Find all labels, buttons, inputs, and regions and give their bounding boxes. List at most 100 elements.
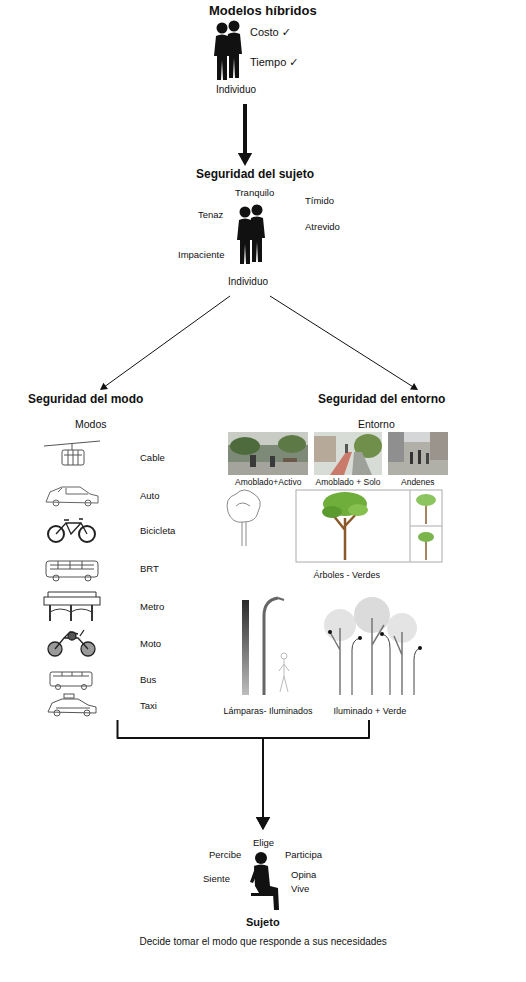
item-label: Individuo bbox=[216, 84, 256, 96]
street-photo bbox=[345, 444, 348, 453]
motorcycle-icon bbox=[68, 632, 76, 640]
item-label: Bus bbox=[140, 675, 156, 686]
arrow-head bbox=[256, 817, 270, 830]
mode-security-group: Seguridad del modoModosCableAutoBiciclet… bbox=[20, 390, 215, 720]
connector-arrow bbox=[256, 720, 369, 830]
brt-icon bbox=[85, 575, 91, 581]
taxi-icon bbox=[54, 710, 60, 716]
item-label: Bicicleta bbox=[140, 526, 175, 537]
brt-icon bbox=[46, 561, 98, 577]
item-label: Vive bbox=[291, 884, 309, 895]
tree-drawing bbox=[322, 492, 368, 560]
street-photo bbox=[352, 452, 372, 475]
taxi-icon bbox=[56, 708, 90, 709]
lit-trees-drawing bbox=[330, 618, 402, 695]
seated-person-silhouette bbox=[250, 868, 257, 883]
street-photo bbox=[426, 453, 429, 464]
item-label: Taxi bbox=[140, 701, 157, 712]
item-label: Amoblado + Solo bbox=[316, 478, 381, 488]
street-photo bbox=[330, 452, 352, 475]
trees-panel bbox=[296, 490, 442, 562]
group-heading: Seguridad del modo bbox=[28, 393, 143, 407]
bicycle-icon bbox=[48, 519, 95, 542]
car-icon bbox=[85, 500, 91, 506]
street-photo bbox=[314, 436, 336, 462]
tree-drawing bbox=[322, 506, 342, 518]
seated-person-silhouette bbox=[250, 852, 279, 910]
taxi-icon bbox=[64, 694, 74, 698]
person-silhouette bbox=[214, 21, 242, 81]
street-photo bbox=[283, 458, 297, 462]
diagram-caption: Decide tomar el modo que responde a sus … bbox=[140, 936, 387, 948]
street-photo bbox=[388, 432, 448, 475]
street-photo bbox=[410, 452, 413, 464]
item-label: Opina bbox=[291, 870, 316, 881]
car-icon bbox=[53, 500, 59, 506]
connector-line bbox=[105, 296, 230, 387]
bus-icon bbox=[50, 672, 92, 690]
lamp-drawing bbox=[264, 598, 278, 695]
group-heading: Sujeto bbox=[246, 916, 280, 929]
street-photo bbox=[230, 437, 260, 455]
bicycle-icon bbox=[56, 519, 87, 534]
person-silhouette bbox=[237, 205, 265, 265]
metro-icon bbox=[48, 592, 96, 597]
connector-arrow bbox=[100, 296, 230, 390]
item-label: Iluminado + Verde bbox=[334, 706, 407, 716]
lit-trees-drawing bbox=[324, 597, 422, 695]
brt-icon bbox=[50, 561, 94, 569]
trees-panel bbox=[296, 490, 442, 562]
person-silhouette bbox=[249, 205, 265, 263]
connector-arrow bbox=[118, 720, 271, 830]
item-label: Impaciente bbox=[178, 250, 224, 261]
subject-group: EligePercibeParticipaSienteOpinaViveSuje… bbox=[173, 830, 353, 933]
metro-icon bbox=[44, 597, 100, 605]
cable-icon bbox=[64, 450, 82, 465]
item-label: Individuo bbox=[228, 276, 268, 288]
taxi-icon bbox=[84, 710, 90, 716]
cable-icon bbox=[62, 450, 84, 465]
item-label: Moto bbox=[140, 639, 161, 650]
arrow-head bbox=[256, 817, 270, 830]
connector-line bbox=[263, 720, 369, 820]
seated-person-silhouette bbox=[251, 893, 277, 896]
metro-icon bbox=[44, 592, 100, 621]
street-photo bbox=[228, 432, 308, 475]
lit-trees-drawing bbox=[418, 646, 422, 650]
subject-security-group: Seguridad del sujetoTranquiloTímidoTenaz… bbox=[170, 166, 345, 296]
street-photo bbox=[314, 432, 382, 475]
street-photo bbox=[388, 432, 448, 475]
street-photo bbox=[250, 455, 256, 467]
bus-icon bbox=[50, 672, 92, 686]
tree-sketch bbox=[236, 503, 250, 546]
lit-trees-drawing bbox=[328, 630, 332, 634]
seated-person-silhouette bbox=[254, 865, 279, 911]
brt-icon bbox=[53, 575, 59, 581]
connector-line bbox=[118, 720, 264, 820]
metro-icon bbox=[50, 609, 92, 612]
item-label: Percibe bbox=[209, 850, 241, 861]
street-photo bbox=[388, 432, 404, 462]
street-photo bbox=[418, 450, 421, 464]
car-icon bbox=[46, 487, 98, 506]
item-label: Tiempo ✓ bbox=[250, 56, 299, 69]
item-label: Participa bbox=[285, 850, 322, 861]
lamp-drawing bbox=[242, 600, 249, 695]
tree-drawing bbox=[348, 504, 368, 516]
tree-drawing bbox=[425, 504, 427, 524]
person-silhouette bbox=[226, 21, 242, 79]
item-label: Lámparas- Iluminados bbox=[224, 706, 313, 716]
street-photo bbox=[430, 432, 448, 460]
individual-group: Costo ✓Tiempo ✓Individuo bbox=[200, 22, 330, 104]
item-label: Tranquilo bbox=[235, 188, 274, 199]
group-heading: Seguridad del entorno bbox=[318, 393, 445, 407]
taxi-icon bbox=[48, 694, 96, 716]
bus-icon bbox=[82, 685, 87, 690]
tree-sketch bbox=[227, 490, 260, 546]
lit-trees-drawing bbox=[358, 636, 362, 640]
lamp-drawing bbox=[242, 598, 289, 695]
tree-drawing bbox=[425, 540, 427, 560]
street-photo bbox=[278, 435, 306, 453]
